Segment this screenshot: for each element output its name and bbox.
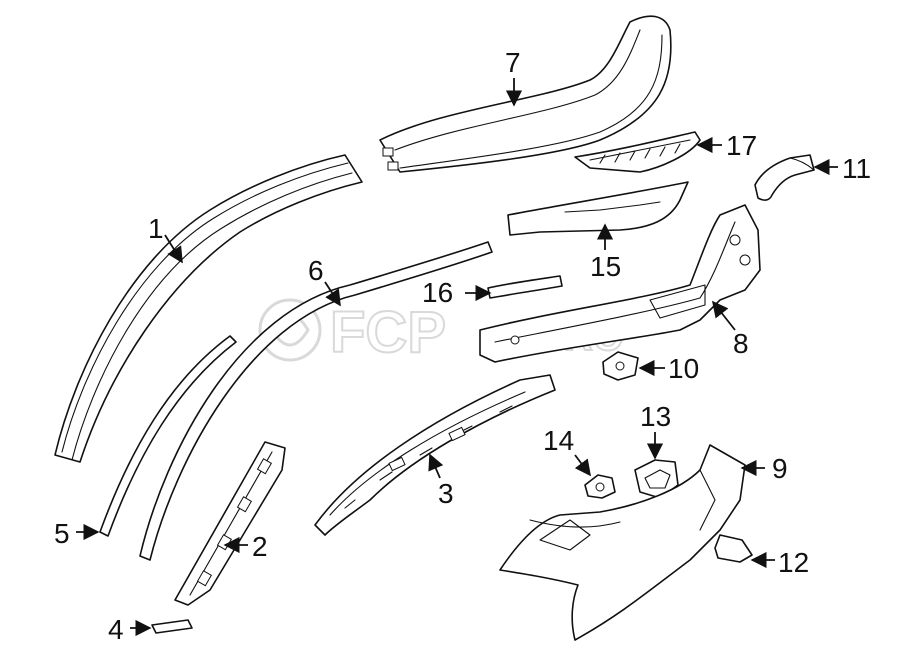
part-7-upper-panel xyxy=(379,15,672,173)
part-11-connector xyxy=(754,154,815,201)
callout-3: 3 xyxy=(438,478,454,509)
callout-9: 9 xyxy=(772,453,788,484)
part-1-trim-strip xyxy=(54,154,363,463)
callout-1: 1 xyxy=(148,213,164,244)
callout-6: 6 xyxy=(308,255,324,286)
part-14-gasket xyxy=(584,474,616,499)
part-17-vent-grille xyxy=(574,131,701,173)
part-12-small-bracket xyxy=(714,534,753,563)
callout-4: 4 xyxy=(108,614,124,645)
part-13-mount xyxy=(634,459,679,499)
callout-11: 11 xyxy=(842,153,871,184)
part-8-frame-bracket xyxy=(479,204,761,363)
part-15-trim-insert xyxy=(507,181,689,236)
callout-16: 16 xyxy=(422,277,453,308)
callout-2: 2 xyxy=(252,531,268,562)
part-9-pillar-trim xyxy=(499,444,746,641)
part-5-molding xyxy=(99,335,237,537)
callout-13: 13 xyxy=(640,401,671,432)
callout-7: 7 xyxy=(505,47,521,78)
part-2-bracket xyxy=(174,441,286,606)
part-16-strip xyxy=(487,275,563,299)
part-4-clip xyxy=(151,619,193,634)
callouts: 1 2 3 4 5 6 7 8 9 10 11 12 13 14 15 16 1… xyxy=(54,47,871,645)
callout-14: 14 xyxy=(543,425,574,456)
watermark-logo-icon xyxy=(258,298,322,362)
watermark-brand-main: FCP xyxy=(330,300,446,365)
callout-5: 5 xyxy=(54,518,70,549)
callout-17: 17 xyxy=(726,130,757,161)
part-3-support-rail xyxy=(314,374,556,536)
part-6-seal xyxy=(139,241,493,561)
part-10-bracket xyxy=(602,351,639,381)
callout-15: 15 xyxy=(590,251,621,282)
callout-10: 10 xyxy=(668,353,699,384)
leader-lines xyxy=(76,78,838,637)
callout-12: 12 xyxy=(778,547,809,578)
callout-8: 8 xyxy=(733,328,749,359)
